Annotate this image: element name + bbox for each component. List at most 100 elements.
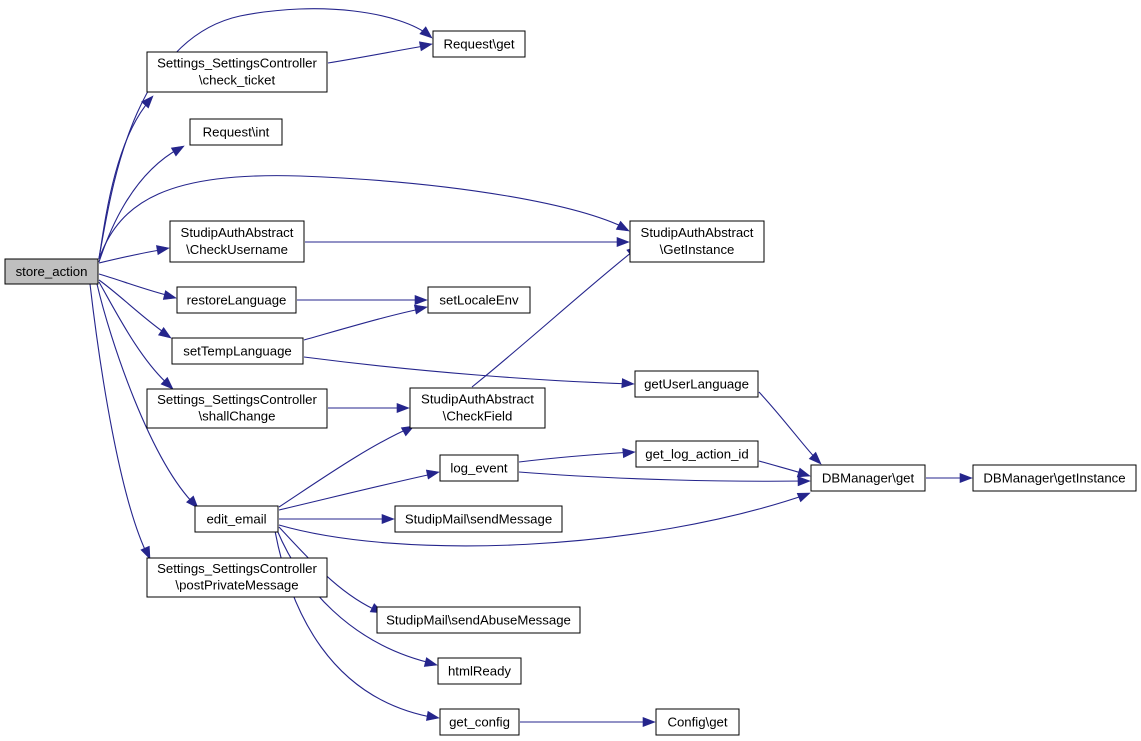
node-box[interactable] <box>189 118 283 146</box>
node-check_field[interactable]: StudipAuthAbstract\CheckField <box>409 387 546 429</box>
node-box[interactable] <box>437 657 522 685</box>
node-box[interactable] <box>409 387 546 429</box>
node-store_action[interactable]: store_action <box>4 258 99 285</box>
node-dbmanager_get[interactable]: DBManager\get <box>810 464 926 492</box>
edge-log_event-to-dbmanager_get <box>518 471 811 487</box>
node-box[interactable] <box>427 286 531 314</box>
node-box[interactable] <box>194 505 279 533</box>
edge-line <box>278 472 438 511</box>
node-send_abuse_message[interactable]: StudipMail\sendAbuseMessage <box>376 606 581 634</box>
node-label: StudipMail\sendMessage <box>405 511 552 526</box>
node-box[interactable] <box>146 557 328 598</box>
node-label-line1: Settings_SettingsController <box>157 392 317 407</box>
node-label: Request\int <box>203 124 270 139</box>
node-box[interactable] <box>176 286 297 314</box>
node-box[interactable] <box>634 370 759 398</box>
arrow-head-icon <box>413 304 428 315</box>
arrow-head-icon <box>615 220 630 232</box>
edge-line <box>98 175 628 260</box>
edge-line <box>278 493 809 547</box>
node-check_username[interactable]: StudipAuthAbstract\CheckUsername <box>169 220 305 263</box>
edge-line <box>303 356 633 385</box>
node-dbmanager_getinst[interactable]: DBManager\getInstance <box>972 464 1137 492</box>
node-config_get[interactable]: Config\get <box>655 708 740 736</box>
node-box[interactable] <box>169 220 305 263</box>
node-label: store_action <box>16 264 88 279</box>
edge-line <box>96 283 196 506</box>
edge-line <box>98 248 168 264</box>
node-box[interactable] <box>810 464 926 492</box>
node-box[interactable] <box>146 51 328 93</box>
edge-set_temp_language-to-get_user_language <box>303 356 635 389</box>
node-label: edit_email <box>206 511 266 526</box>
node-label-line1: Settings_SettingsController <box>157 55 317 70</box>
arrow-head-icon <box>423 657 438 667</box>
arrow-head-icon <box>621 378 635 389</box>
node-box[interactable] <box>4 258 99 285</box>
edge-line <box>471 247 638 388</box>
node-post_private_msg[interactable]: Settings_SettingsController\postPrivateM… <box>146 557 328 598</box>
node-get_config[interactable]: get_config <box>439 708 520 736</box>
arrow-head-icon <box>157 326 172 339</box>
arrow-head-icon <box>418 41 433 52</box>
edge-store_action-to-set_temp_language <box>98 279 172 339</box>
node-label-line2: \CheckField <box>443 408 513 423</box>
edge-store_action-to-edit_email <box>96 283 199 509</box>
edge-get_log_action_id-to-dbmanager_get <box>758 460 811 478</box>
edge-line <box>98 147 181 263</box>
node-box[interactable] <box>629 220 765 263</box>
node-box[interactable] <box>376 606 581 634</box>
arrow-head-icon <box>141 95 154 109</box>
node-set_locale_env[interactable]: setLocaleEnv <box>427 286 531 314</box>
arrow-head-icon <box>425 469 440 480</box>
node-html_ready[interactable]: htmlReady <box>437 657 522 685</box>
arrow-head-icon <box>396 402 410 414</box>
node-box[interactable] <box>635 440 759 468</box>
edge-store_action-to-check_ticket <box>98 95 154 260</box>
node-box[interactable] <box>439 454 519 482</box>
arrow-head-icon <box>156 245 170 256</box>
edge-line <box>518 451 634 463</box>
edge-log_event-to-get_log_action_id <box>518 448 636 463</box>
node-get_instance[interactable]: StudipAuthAbstract\GetInstance <box>629 220 765 263</box>
arrow-head-icon <box>796 492 811 503</box>
node-get_user_language[interactable]: getUserLanguage <box>634 370 759 398</box>
node-label-line1: StudipAuthAbstract <box>641 225 754 240</box>
node-label: log_event <box>450 460 508 475</box>
edge-store_action-to-shall_change <box>98 281 174 390</box>
node-box[interactable] <box>146 388 328 429</box>
node-label: htmlReady <box>448 663 511 678</box>
node-check_ticket[interactable]: Settings_SettingsController\check_ticket <box>146 51 328 93</box>
node-box[interactable] <box>171 337 304 365</box>
edge-line <box>518 471 809 482</box>
node-get_log_action_id[interactable]: get_log_action_id <box>635 440 759 468</box>
node-box[interactable] <box>432 30 526 58</box>
node-box[interactable] <box>394 505 563 533</box>
node-request_get[interactable]: Request\get <box>432 30 526 58</box>
node-request_int[interactable]: Request\int <box>189 118 283 146</box>
node-label: StudipMail\sendAbuseMessage <box>386 612 571 627</box>
node-edit_email[interactable]: edit_email <box>194 505 279 533</box>
node-shall_change[interactable]: Settings_SettingsController\shallChange <box>146 388 328 429</box>
node-label: Request\get <box>443 36 514 51</box>
edge-check_field-to-get_instance <box>471 245 640 388</box>
node-restore_language[interactable]: restoreLanguage <box>176 286 297 314</box>
node-log_event[interactable]: log_event <box>439 454 519 482</box>
arrow-head-icon <box>381 513 395 525</box>
node-box[interactable] <box>655 708 740 736</box>
edge-line <box>98 281 171 387</box>
edge-line <box>89 283 149 557</box>
edge-line <box>98 273 175 298</box>
arrow-head-icon <box>419 26 433 39</box>
node-send_message[interactable]: StudipMail\sendMessage <box>394 505 563 533</box>
edge-edit_email-to-dbmanager_get <box>278 492 811 547</box>
edge-store_action-to-get_instance <box>98 175 630 260</box>
node-label: Config\get <box>667 714 727 729</box>
edge-set_temp_language-to-set_locale_env <box>303 304 428 341</box>
node-box[interactable] <box>972 464 1137 492</box>
node-label-line2: \postPrivateMessage <box>175 578 298 593</box>
node-set_temp_language[interactable]: setTempLanguage <box>171 337 304 365</box>
node-box[interactable] <box>439 708 520 736</box>
arrow-head-icon <box>642 716 656 728</box>
